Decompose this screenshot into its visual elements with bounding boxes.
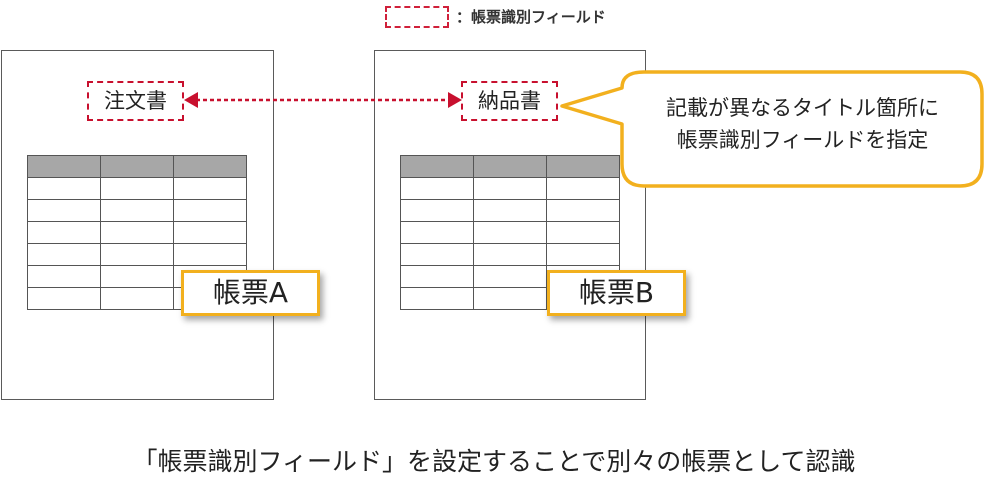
table-cell bbox=[27, 199, 101, 222]
table-row bbox=[27, 199, 247, 222]
table-cell bbox=[27, 243, 101, 266]
table-cell bbox=[400, 243, 474, 266]
document-a-label: 帳票A bbox=[181, 270, 320, 316]
table-cell bbox=[546, 221, 620, 244]
table-cell bbox=[400, 287, 474, 310]
table-cell bbox=[27, 265, 101, 288]
caption: 「帳票識別フィールド」を設定することで別々の帳票として認識 bbox=[132, 447, 856, 476]
table-cell bbox=[27, 221, 101, 244]
table-cell bbox=[546, 243, 620, 266]
table-cell bbox=[100, 177, 174, 200]
table-cell bbox=[100, 243, 174, 266]
table-row bbox=[400, 243, 620, 266]
table-cell bbox=[473, 287, 547, 310]
table-cell bbox=[27, 287, 101, 310]
table-cell bbox=[173, 221, 247, 244]
table-row bbox=[27, 243, 247, 266]
table-cell bbox=[473, 265, 547, 288]
table-cell bbox=[546, 155, 620, 178]
table-row bbox=[27, 177, 247, 200]
table-cell bbox=[400, 265, 474, 288]
table-cell bbox=[173, 155, 247, 178]
arrow-head-right bbox=[448, 92, 462, 108]
table-header-row bbox=[400, 155, 620, 178]
table-cell bbox=[100, 155, 174, 178]
table-row bbox=[27, 221, 247, 244]
table-cell bbox=[27, 155, 101, 178]
table-row bbox=[400, 177, 620, 200]
table-cell bbox=[100, 287, 174, 310]
callout-bubble bbox=[560, 70, 984, 188]
legend-label: ：帳票識別フィールド bbox=[456, 8, 606, 26]
table-cell bbox=[100, 199, 174, 222]
table-cell bbox=[27, 177, 101, 200]
legend-swatch bbox=[385, 6, 449, 28]
callout-shape bbox=[560, 70, 984, 188]
table-cell bbox=[546, 199, 620, 222]
table-cell bbox=[173, 199, 247, 222]
table-cell bbox=[473, 177, 547, 200]
double-arrow bbox=[184, 92, 462, 108]
document-a-table bbox=[27, 155, 247, 310]
table-cell bbox=[473, 243, 547, 266]
table-row bbox=[400, 199, 620, 222]
table-cell bbox=[173, 243, 247, 266]
table-cell bbox=[400, 221, 474, 244]
callout-line-1: 記載が異なるタイトル箇所に bbox=[666, 96, 939, 120]
table-cell bbox=[473, 221, 547, 244]
table-header-row bbox=[27, 155, 247, 178]
table-cell bbox=[400, 199, 474, 222]
table-cell bbox=[100, 221, 174, 244]
table-cell bbox=[473, 199, 547, 222]
callout-line-2: 帳票識別フィールドを指定 bbox=[676, 128, 929, 152]
document-b-label: 帳票B bbox=[547, 270, 686, 316]
table-cell bbox=[173, 177, 247, 200]
document-b-title-field: 納品書 bbox=[461, 81, 558, 121]
callout-text: 記載が異なるタイトル箇所に 帳票識別フィールドを指定 bbox=[625, 92, 980, 156]
table-row bbox=[400, 221, 620, 244]
document-a-title-field: 注文書 bbox=[87, 81, 184, 121]
table-cell bbox=[473, 155, 547, 178]
table-cell bbox=[400, 177, 474, 200]
table-cell bbox=[400, 155, 474, 178]
arrow-head-left bbox=[184, 92, 198, 108]
table-cell bbox=[100, 265, 174, 288]
